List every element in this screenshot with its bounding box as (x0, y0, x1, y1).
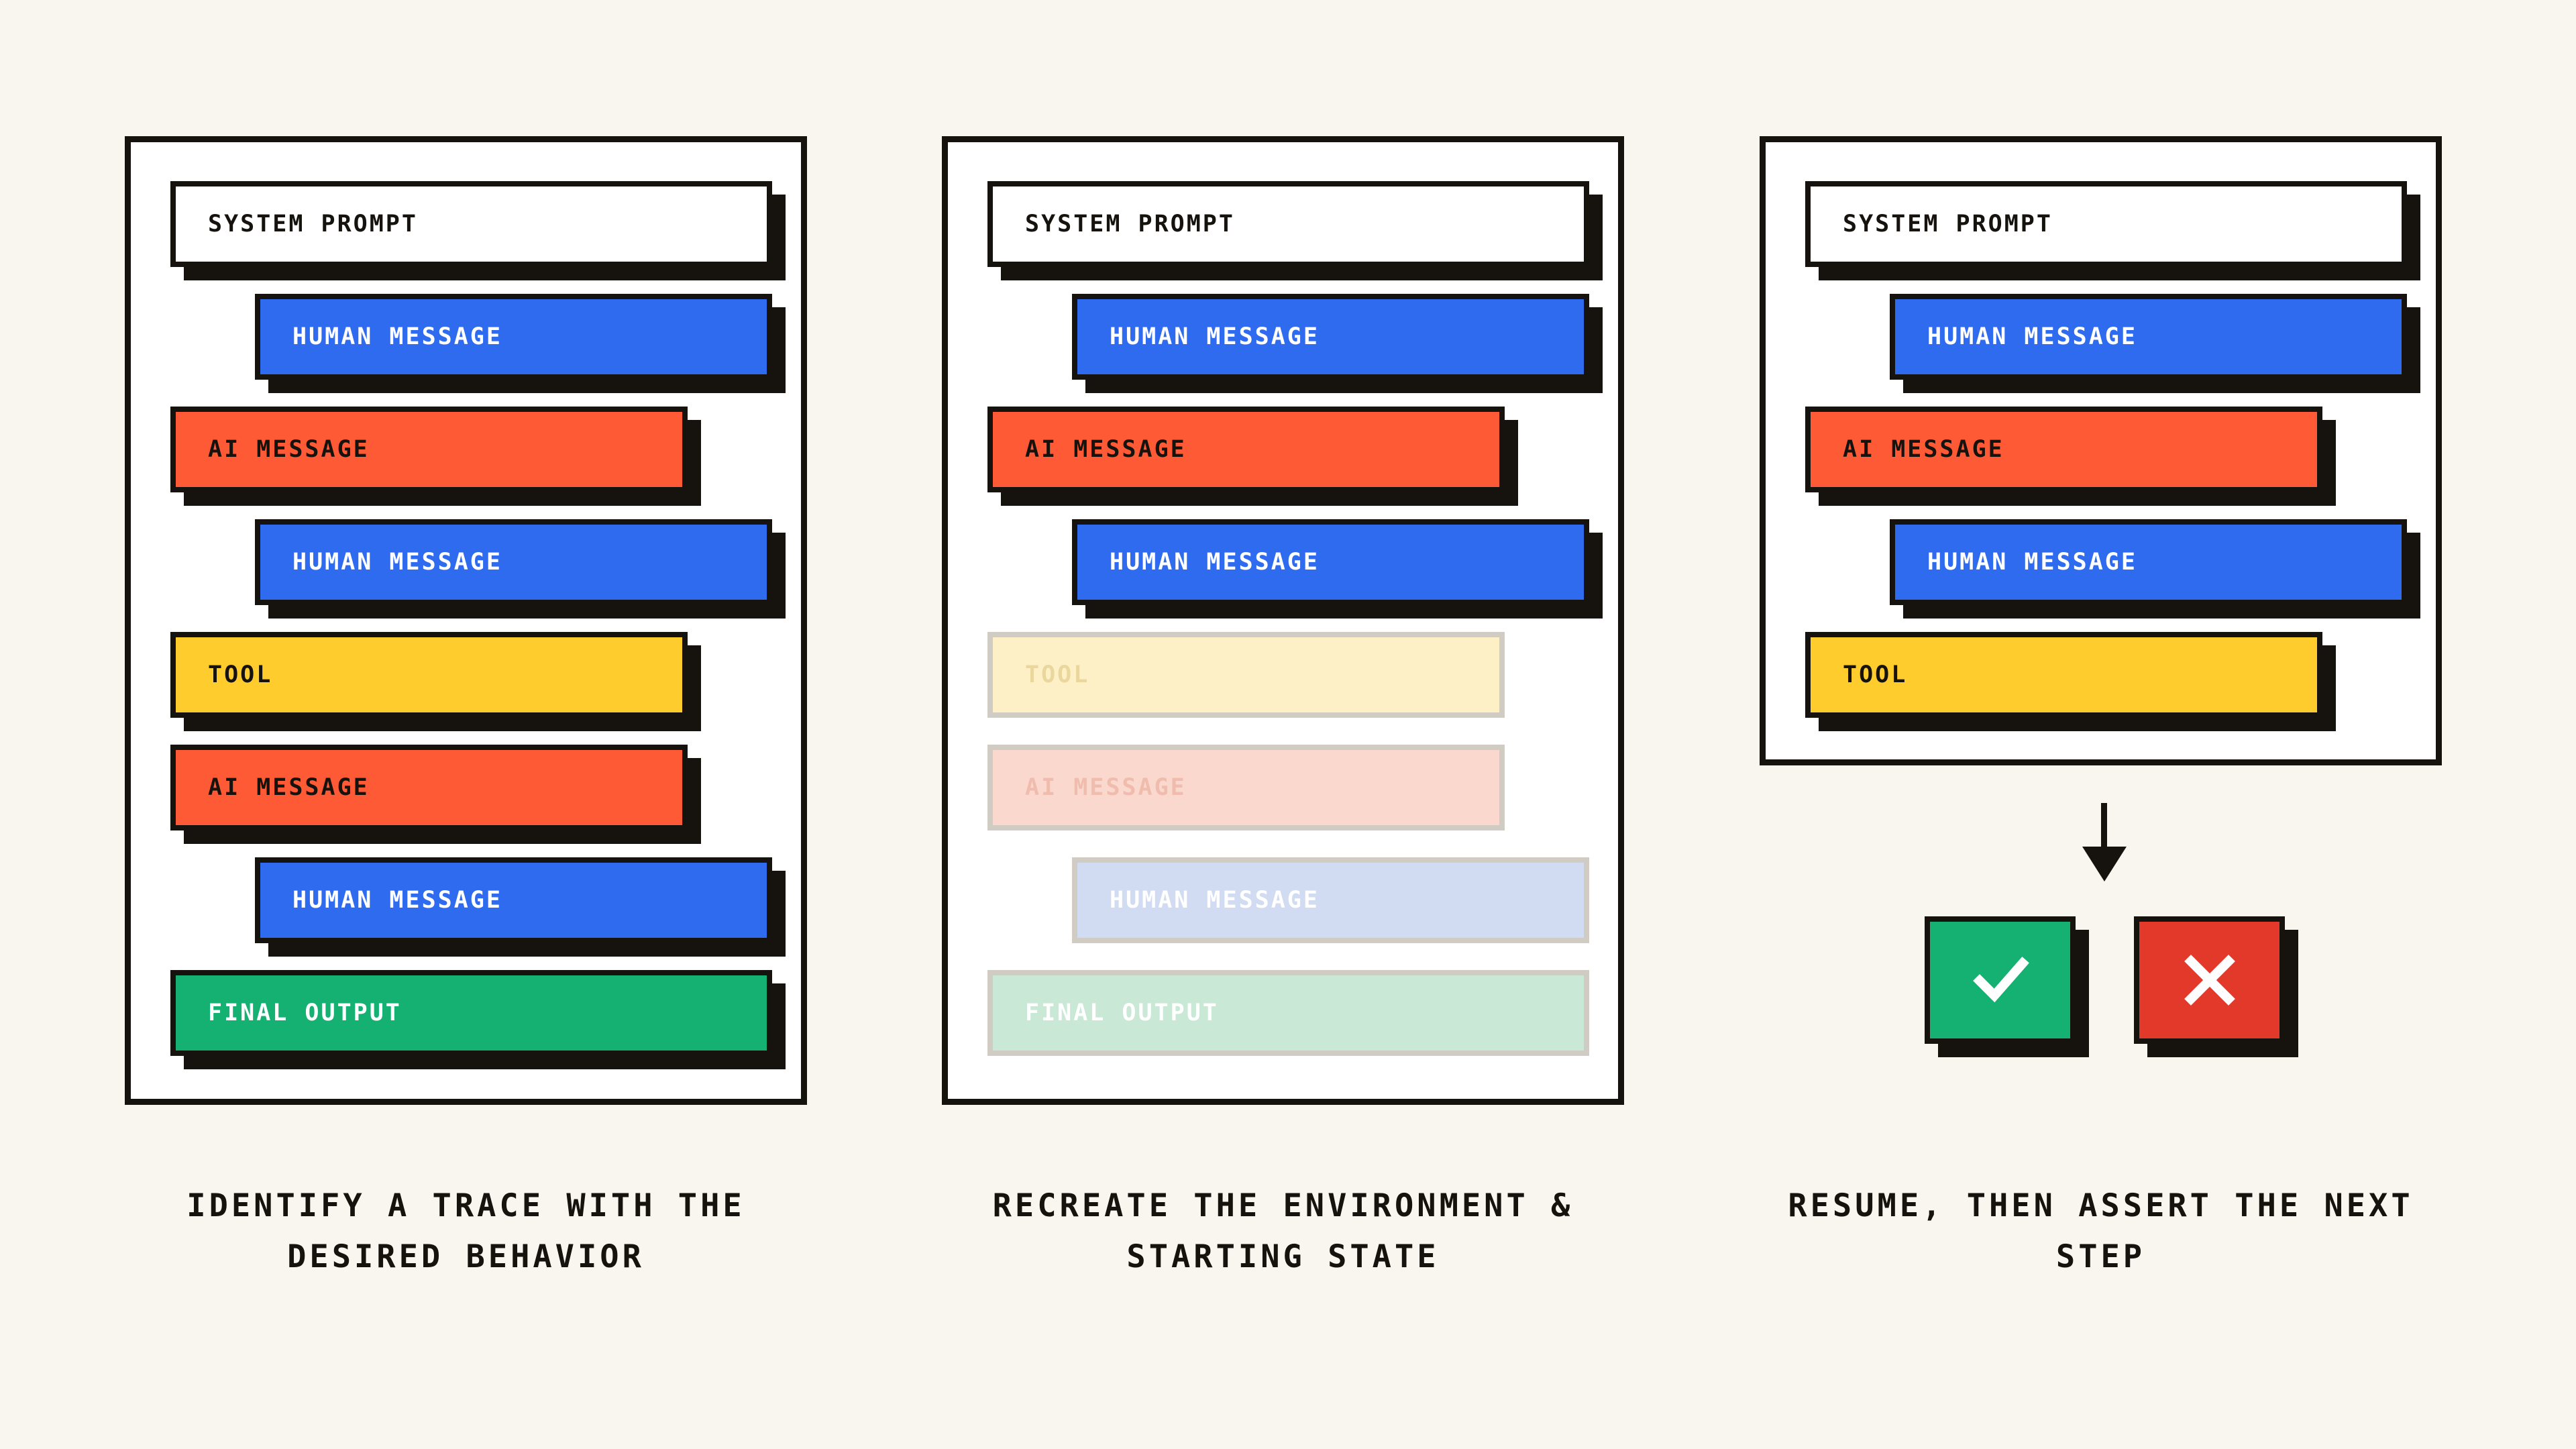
down-arrow-shaft (2101, 803, 2107, 849)
checkmark-icon (1972, 957, 2029, 1003)
caption-resume: RESUME, THEN ASSERT THE NEXT STEP (1788, 1187, 2414, 1275)
block-human-message: HUMAN MESSAGE (1072, 294, 1589, 380)
block-human-message: HUMAN MESSAGE (1890, 519, 2407, 605)
block-tool: TOOL (170, 632, 688, 718)
block-ai-message: AI MESSAGE (170, 745, 688, 830)
block-ai-message: AI MESSAGE (987, 407, 1505, 492)
block-ai-message-faded: AI MESSAGE (987, 745, 1505, 830)
block-system-prompt: SYSTEM PROMPT (170, 181, 772, 267)
block-human-message: HUMAN MESSAGE (1072, 519, 1589, 605)
block-human-message: HUMAN MESSAGE (255, 519, 772, 605)
block-final-output: FINAL OUTPUT (170, 970, 772, 1056)
trace-panel-identify: SYSTEM PROMPT HUMAN MESSAGE AI MESSAGE H… (125, 136, 807, 1105)
block-tool-faded: TOOL (987, 632, 1505, 718)
fail-result-box (2134, 916, 2285, 1044)
pass-result-box (1925, 916, 2076, 1044)
caption-recreate: RECREATE THE ENVIRONMENT & STARTING STAT… (992, 1187, 1574, 1275)
block-ai-message: AI MESSAGE (170, 407, 688, 492)
trace-panel-recreate: SYSTEM PROMPT HUMAN MESSAGE AI MESSAGE H… (942, 136, 1624, 1105)
block-system-prompt: SYSTEM PROMPT (1805, 181, 2407, 267)
block-ai-message: AI MESSAGE (1805, 407, 2322, 492)
block-human-message: HUMAN MESSAGE (255, 294, 772, 380)
block-human-message-faded: HUMAN MESSAGE (1072, 857, 1589, 943)
down-arrow-icon (2082, 847, 2127, 881)
block-system-prompt: SYSTEM PROMPT (987, 181, 1589, 267)
x-mark-icon (2184, 955, 2235, 1006)
block-final-output-faded: FINAL OUTPUT (987, 970, 1589, 1056)
block-human-message: HUMAN MESSAGE (255, 857, 772, 943)
caption-identify: IDENTIFY A TRACE WITH THE DESIRED BEHAVI… (186, 1187, 745, 1275)
trace-panel-resume: SYSTEM PROMPT HUMAN MESSAGE AI MESSAGE H… (1760, 136, 2442, 765)
block-tool: TOOL (1805, 632, 2322, 718)
block-human-message: HUMAN MESSAGE (1890, 294, 2407, 380)
